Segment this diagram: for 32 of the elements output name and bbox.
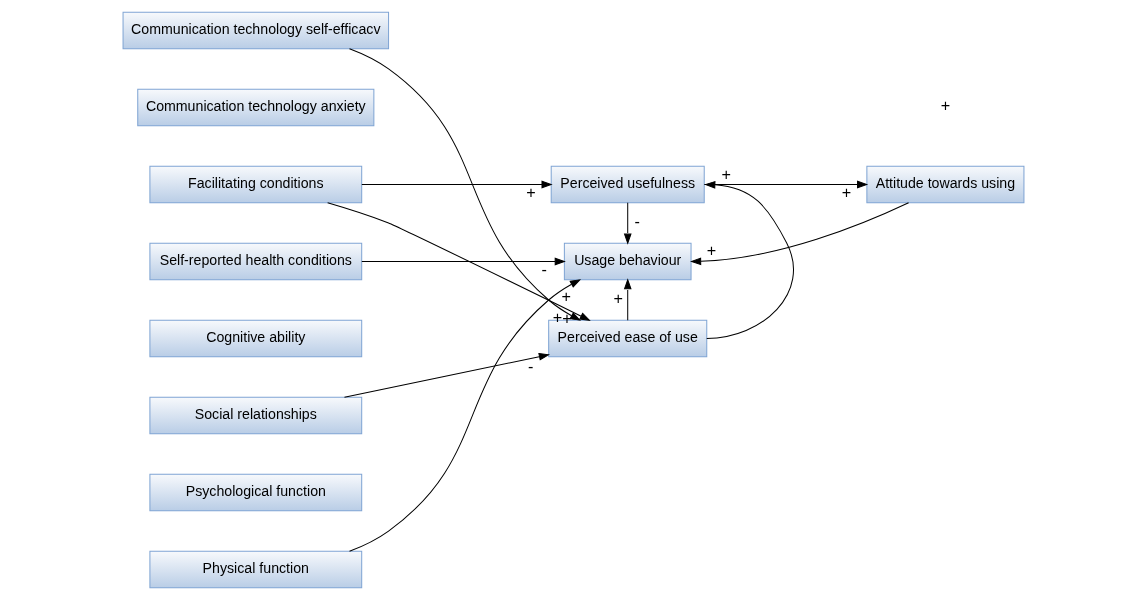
edge-label: + (706, 240, 717, 259)
arrow (327, 202, 591, 321)
edge-label: - (541, 259, 547, 278)
node-box: Social relationships (149, 396, 363, 435)
arrow (690, 202, 910, 266)
node-box: Psychological function (149, 473, 363, 512)
arrow (623, 202, 632, 245)
node-box: Physical function (149, 550, 363, 589)
arrow (349, 48, 582, 321)
node-box: Communication technology self-efficacv (122, 11, 390, 50)
arrow (704, 180, 794, 339)
arrow (343, 352, 550, 398)
edge-label: + (561, 286, 572, 305)
edge-label: + (721, 164, 731, 183)
edge-label: + (526, 182, 536, 201)
edge-label: - (634, 211, 640, 230)
node-box: Usage behaviour (563, 242, 692, 281)
arrow (623, 278, 632, 321)
node-box: Cognitive ability (149, 319, 363, 358)
node-box: Perceived usefulness (550, 165, 705, 204)
label: + (940, 96, 951, 115)
arrow (361, 257, 566, 266)
node-box: Attitude towards using (866, 165, 1025, 204)
node-box: Self-reported health conditions (149, 242, 363, 281)
node-box: Facilitating conditions (149, 165, 363, 204)
arrow (703, 180, 869, 189)
edge-label: + (613, 288, 624, 307)
edge-label: + (841, 182, 852, 201)
arrow (361, 180, 553, 189)
arrow (349, 279, 582, 552)
node-box: Communication technology anxiety (137, 88, 375, 127)
edge-label: - (527, 356, 534, 375)
